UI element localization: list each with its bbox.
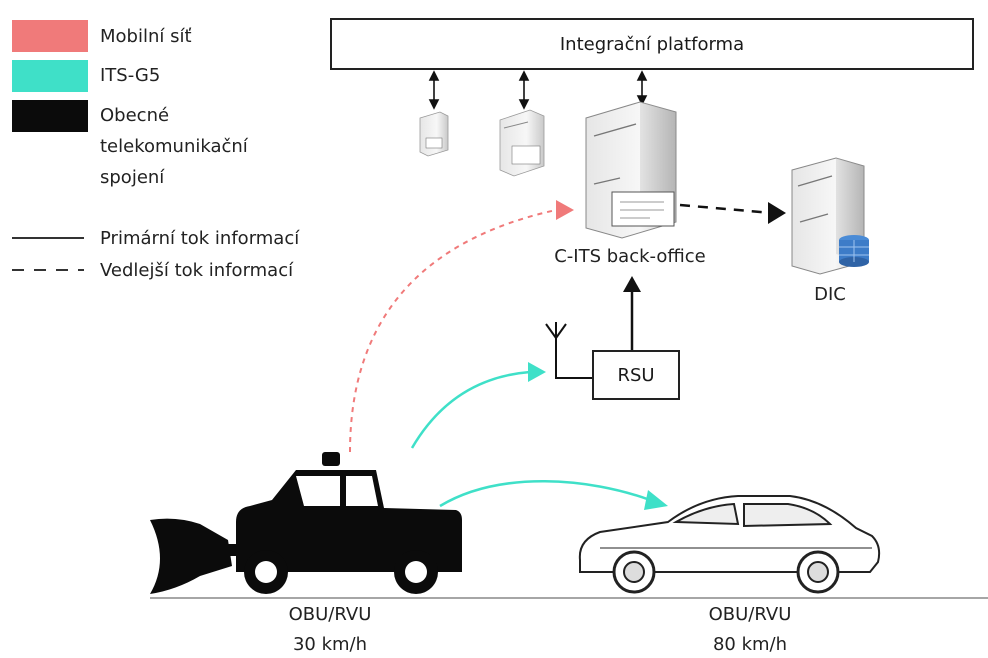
integration-platform-label: Integrační platforma xyxy=(559,33,745,55)
legend-swatch-itsg5 xyxy=(12,60,88,92)
rsu-label: RSU xyxy=(617,364,655,386)
backoffice-to-dic-arrowhead xyxy=(768,202,786,224)
database-icon xyxy=(839,235,869,267)
itsg5-link-to-rsu xyxy=(410,370,531,449)
legend-label-primary: Primární tok informací xyxy=(100,228,300,249)
server-small-icon xyxy=(419,111,449,157)
car-type-label: OBU/RVU xyxy=(708,604,792,625)
platform-server-arrows xyxy=(428,70,648,110)
mobile-network-link xyxy=(349,209,557,453)
itsg5-link-to-car xyxy=(439,480,651,508)
itsg5-link-to-rsu-arrowhead xyxy=(528,362,546,382)
legend-label-itsg5: ITS-G5 xyxy=(100,65,161,86)
car-speed-label: 80 km/h xyxy=(712,634,788,655)
rsu-to-backoffice-arrowhead xyxy=(623,276,641,292)
legend-label-secondary: Vedlejší tok informací xyxy=(100,260,294,281)
car-icon xyxy=(578,495,881,594)
legend-label-telecom-line1: Obecné xyxy=(100,105,170,126)
backoffice-server-icon xyxy=(585,101,677,239)
legend-label-mobile: Mobilní síť xyxy=(100,26,192,47)
legend-label-telecom-line2: telekomunikační xyxy=(100,136,248,157)
antenna-icon xyxy=(545,322,592,379)
server-medium-icon xyxy=(499,109,545,177)
legend-swatch-telecom xyxy=(12,100,88,132)
integration-platform-box: Integrační platforma xyxy=(330,18,974,70)
rsu-box: RSU xyxy=(592,350,680,400)
backoffice-label: C-ITS back-office xyxy=(554,246,706,267)
legend-label-telecom-line3: spojení xyxy=(100,167,165,188)
snowplow-type-label: OBU/RVU xyxy=(288,604,372,625)
dic-label: DIC xyxy=(814,284,846,305)
snowplow-truck-icon xyxy=(150,452,462,594)
legend-swatch-mobile xyxy=(12,20,88,52)
backoffice-to-dic-arrow xyxy=(679,203,773,215)
snowplow-speed-label: 30 km/h xyxy=(292,634,368,655)
mobile-network-arrowhead xyxy=(556,200,574,220)
itsg5-link-to-car-arrowhead xyxy=(644,490,668,510)
